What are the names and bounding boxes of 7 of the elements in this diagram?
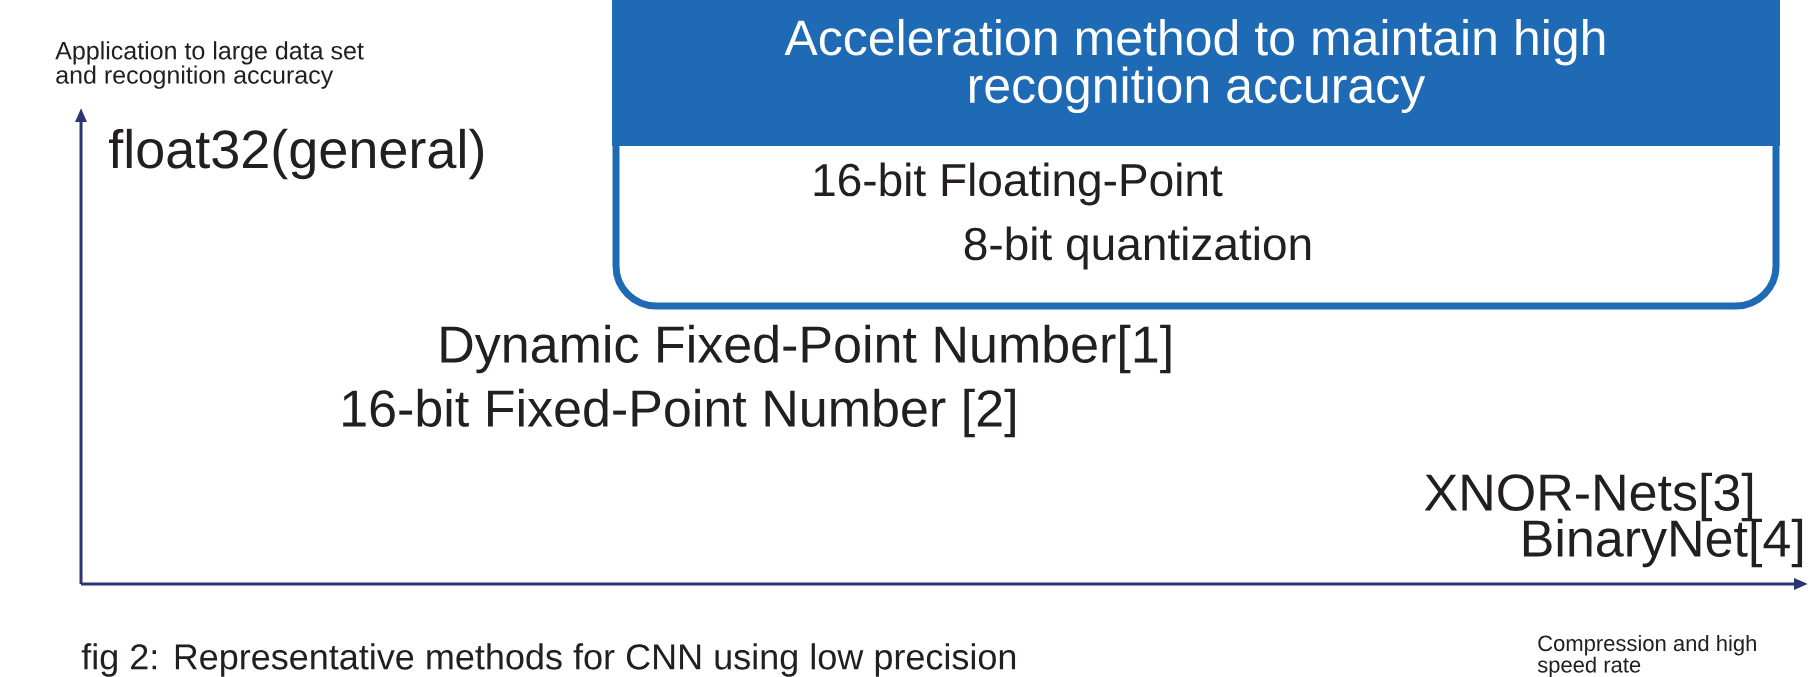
- method-box: Acceleration method to maintain high recognition accuracy 16-bit Floating-Point 8-bit quantization: [612, 0, 1780, 310]
- caption: fig 2: Representative methods for CNN using low precision: [81, 643, 1016, 677]
- axis-label: Compression and high speed rate: [1537, 635, 1756, 677]
- axis-label: Application to large data set and recognition accuracy: [55, 41, 364, 89]
- method-label: Dynamic Fixed-Point Number[1]: [441, 324, 1171, 374]
- method-label: float32(general): [109, 128, 483, 180]
- method-label: 16-bit Fixed-Point Number [2]: [343, 388, 1015, 438]
